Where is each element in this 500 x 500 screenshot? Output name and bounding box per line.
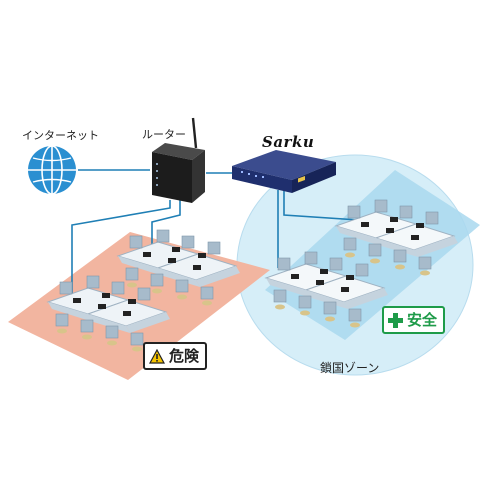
danger-label: 危険 [169, 347, 200, 365]
safe-desk-group-1 [334, 199, 458, 276]
safe-label: 安全 [407, 311, 438, 329]
safe-desk-group-2 [264, 251, 388, 328]
zone-label: 鎖国ゾーン [320, 361, 380, 375]
danger-badge: 危険 [143, 342, 208, 370]
globe-icon [28, 145, 76, 195]
appliance-brand-logo: Sarku [262, 133, 315, 151]
network-appliance-icon [232, 150, 336, 193]
warning-triangle-icon [149, 348, 165, 364]
danger-desk-group-2 [46, 275, 170, 352]
router-label: ルーター [142, 128, 186, 141]
internet-label: インターネット [22, 129, 99, 142]
green-cross-icon [388, 312, 403, 328]
danger-desk-group-1 [116, 229, 240, 306]
safe-badge: 安全 [382, 306, 446, 334]
router-icon [152, 117, 205, 203]
